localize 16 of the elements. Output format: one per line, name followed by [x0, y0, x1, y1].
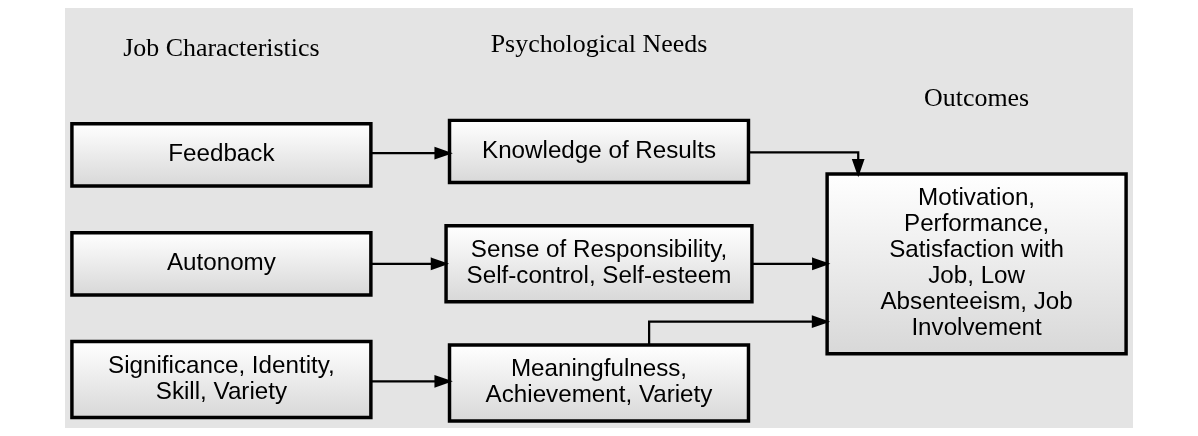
- label: Job Characteristics: [123, 32, 320, 62]
- node-box: Motivation, Performance, Satisfaction with Job, Low Absenteeism, Job Involvement: [825, 172, 1128, 356]
- node-box: Knowledge of Results: [447, 118, 751, 185]
- label: Outcomes: [924, 82, 1030, 112]
- label: Psychological Needs: [490, 29, 708, 59]
- arrow: [371, 257, 450, 271]
- node-box: Autonomy: [70, 230, 373, 297]
- arrow: [752, 257, 831, 271]
- arrow: [371, 374, 453, 388]
- node-box: Significance, Identity, Skill, Variety: [70, 339, 373, 420]
- arrow: [648, 315, 831, 345]
- node-box: Meaningfulness, Achievement, Variety: [447, 343, 751, 423]
- arrow: [749, 151, 865, 178]
- node-box: Feedback: [70, 122, 373, 188]
- node-box: Sense of Responsibility, Self-control, Self-esteem: [444, 224, 754, 304]
- arrow: [371, 146, 453, 160]
